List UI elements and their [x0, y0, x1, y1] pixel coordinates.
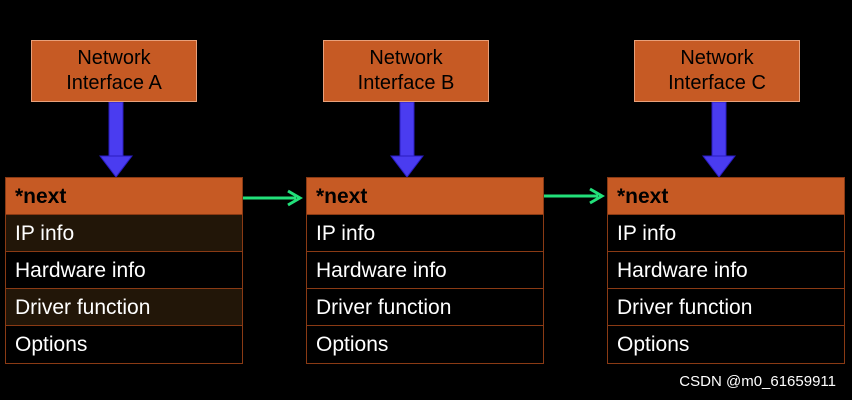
struct-b-driver-field: Driver function: [307, 289, 543, 326]
down-arrow-a: [98, 101, 134, 178]
struct-a-driver-field: Driver function: [6, 289, 242, 326]
struct-a: *next IP info Hardware info Driver funct…: [5, 177, 243, 364]
watermark: CSDN @m0_61659911: [679, 373, 836, 390]
interface-b-line1: Network: [369, 47, 443, 69]
struct-c-hardware-field: Hardware info: [608, 252, 844, 289]
struct-a-next-field: *next: [6, 178, 242, 215]
link-arrow-b-to-c: [544, 187, 605, 205]
struct-a-options-field: Options: [6, 326, 242, 363]
interface-b-box: Network Interface B: [323, 40, 489, 102]
down-arrow-c: [701, 101, 737, 178]
interface-a-line1: Network: [77, 47, 151, 69]
struct-c-driver-field: Driver function: [608, 289, 844, 326]
struct-c-ip-field: IP info: [608, 215, 844, 252]
struct-c-options-field: Options: [608, 326, 844, 363]
struct-c: *next IP info Hardware info Driver funct…: [607, 177, 845, 364]
interface-c-box: Network Interface C: [634, 40, 800, 102]
struct-b: *next IP info Hardware info Driver funct…: [306, 177, 544, 364]
interface-b-line2: Interface B: [357, 72, 455, 94]
struct-a-ip-field: IP info: [6, 215, 242, 252]
struct-a-hardware-field: Hardware info: [6, 252, 242, 289]
struct-b-ip-field: IP info: [307, 215, 543, 252]
struct-b-hardware-field: Hardware info: [307, 252, 543, 289]
link-arrow-a-to-b: [242, 189, 303, 207]
interface-a-box: Network Interface A: [31, 40, 197, 102]
interface-c-line2: Interface C: [668, 72, 766, 94]
struct-b-options-field: Options: [307, 326, 543, 363]
interface-c-line1: Network: [680, 47, 754, 69]
struct-b-next-field: *next: [307, 178, 543, 215]
down-arrow-b: [389, 101, 425, 178]
struct-c-next-field: *next: [608, 178, 844, 215]
interface-a-line2: Interface A: [66, 72, 162, 94]
